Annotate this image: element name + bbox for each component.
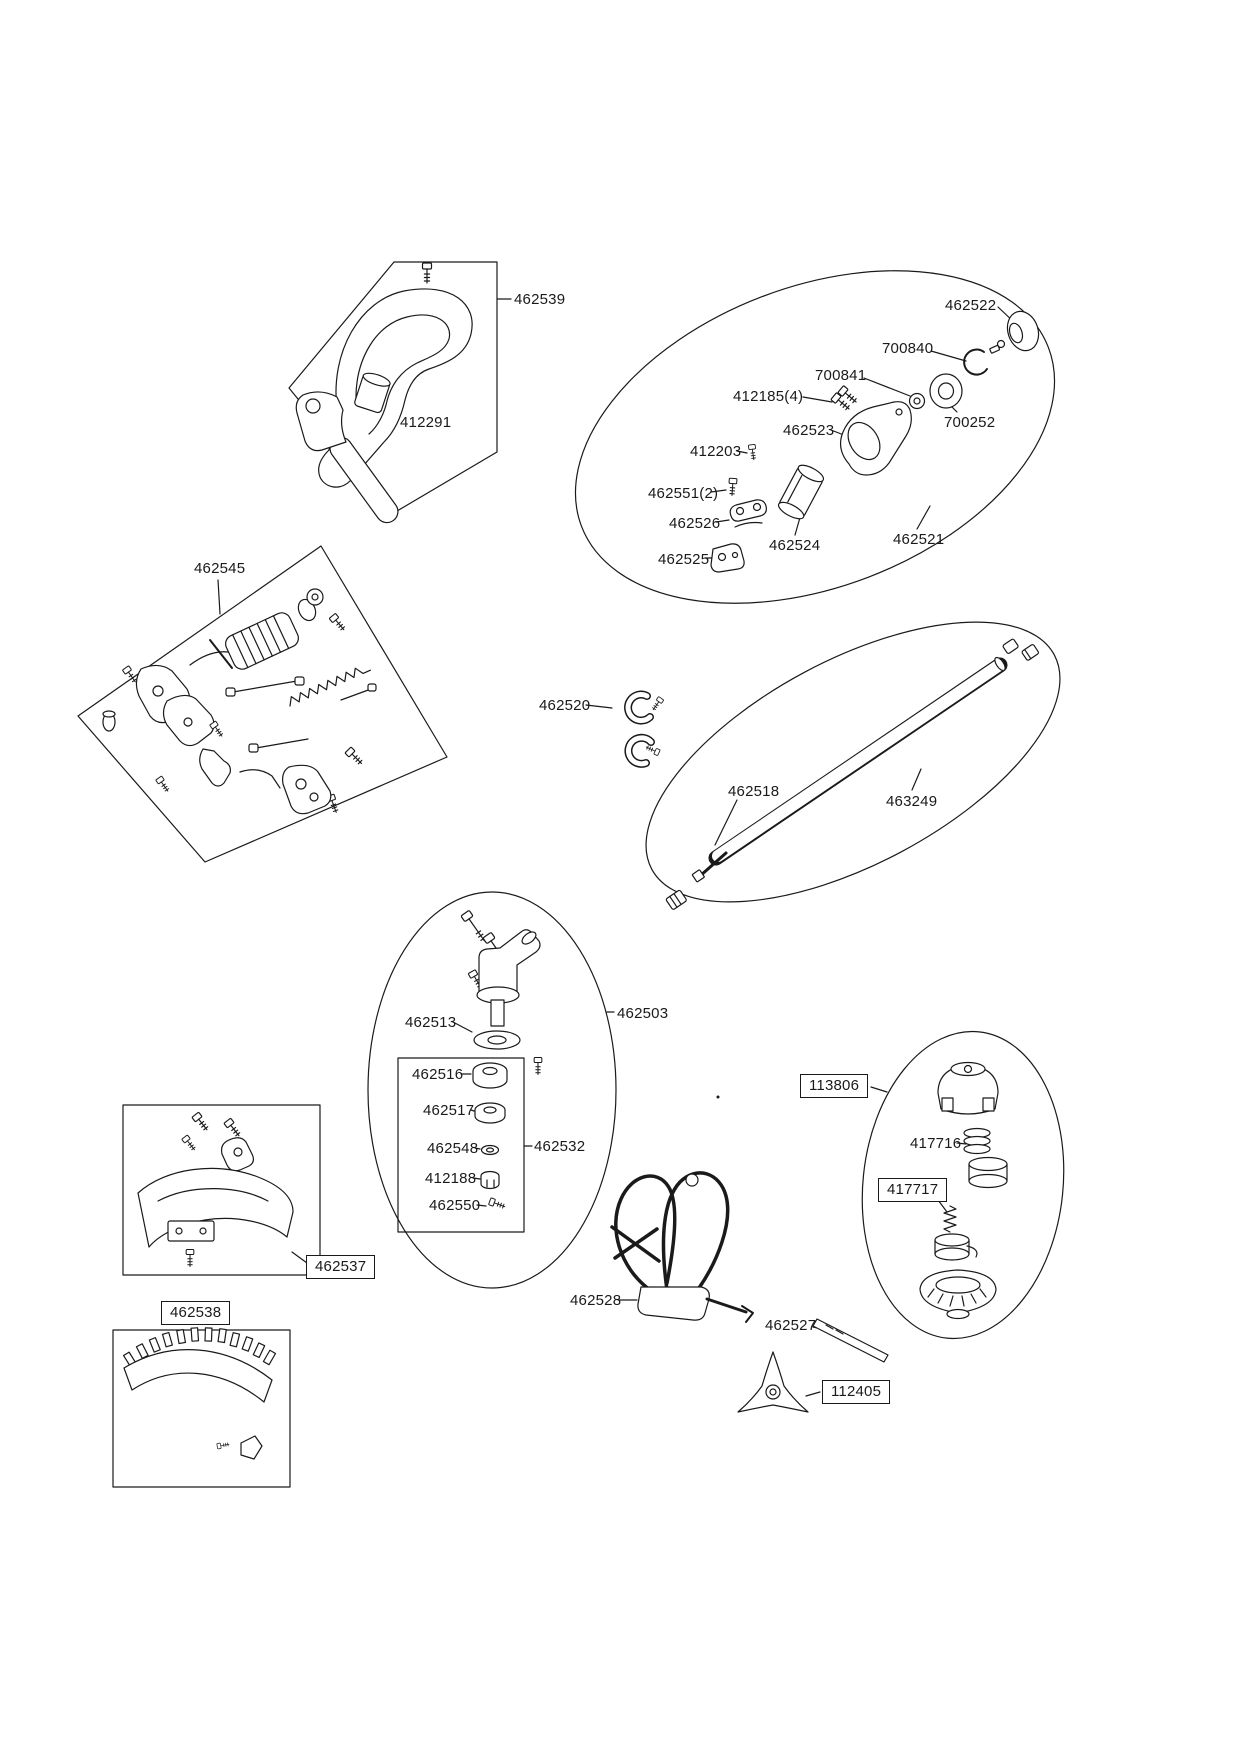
part-label-462550: 462550 [429, 1197, 481, 1214]
part-label-462516: 462516 [412, 1066, 464, 1083]
part-label-700841: 700841 [815, 367, 867, 384]
guard-drawing [122, 1104, 321, 1276]
part-label-462518: 462518 [728, 783, 780, 800]
part-label-462525: 462525 [658, 551, 710, 568]
part-label-113806: 113806 [800, 1074, 869, 1098]
part-label-463249: 463249 [886, 793, 938, 810]
part-label-462522: 462522 [945, 297, 997, 314]
part-label-462517: 462517 [423, 1102, 475, 1119]
part-label-412291: 412291 [400, 414, 452, 431]
shaft-assembly-drawing [645, 621, 1061, 910]
clutch-assembly-drawing [574, 270, 1056, 604]
part-label-462503: 462503 [617, 1005, 669, 1022]
part-label-462537: 462537 [306, 1255, 376, 1279]
rod-tool-drawing [812, 1318, 889, 1363]
part-label-462528: 462528 [570, 1292, 622, 1309]
guard-extension-drawing [112, 1327, 291, 1488]
shaft-clamp-drawing [585, 690, 665, 768]
part-label-412185: 412185(4) [733, 388, 804, 405]
gearhead-assembly-drawing [367, 891, 617, 1289]
part-label-462551: 462551(2) [648, 485, 719, 502]
part-label-412188: 412188 [425, 1170, 477, 1187]
part-label-462539: 462539 [514, 291, 566, 308]
part-label-462520: 462520 [539, 697, 591, 714]
part-label-462538: 462538 [161, 1301, 231, 1325]
part-label-462545: 462545 [194, 560, 246, 577]
part-label-462526: 462526 [669, 515, 721, 532]
trimmer-head-drawing [716, 1030, 1065, 1340]
blade-drawing [737, 1351, 821, 1413]
part-label-462524: 462524 [769, 537, 821, 554]
part-label-112405: 112405 [822, 1380, 891, 1404]
part-label-417717: 417717 [878, 1178, 948, 1202]
part-label-700840: 700840 [882, 340, 934, 357]
part-label-462521: 462521 [893, 531, 945, 548]
part-label-462532: 462532 [534, 1138, 586, 1155]
part-label-417716: 417716 [910, 1135, 962, 1152]
part-label-412203: 412203 [690, 443, 742, 460]
part-label-462527: 462527 [765, 1317, 817, 1334]
part-label-462523: 462523 [783, 422, 835, 439]
harness-drawing [610, 1171, 754, 1323]
handle-assembly-drawing [288, 261, 512, 524]
throttle-assembly-drawing [77, 545, 448, 863]
part-label-700252: 700252 [944, 414, 996, 431]
part-label-462548: 462548 [427, 1140, 479, 1157]
part-label-462513: 462513 [405, 1014, 457, 1031]
